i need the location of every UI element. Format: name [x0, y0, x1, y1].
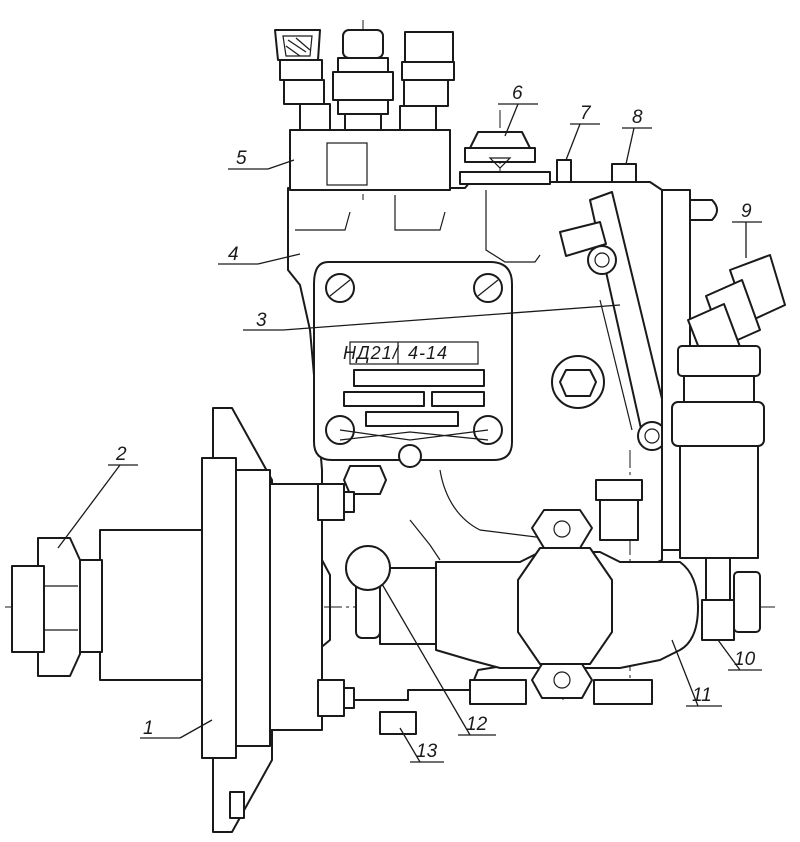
filter-cylinder [671, 345, 765, 641]
callout-10: 10 [734, 649, 756, 670]
callout-12: 12 [466, 714, 488, 735]
small-nut [343, 465, 387, 495]
callout-11: 11 [692, 685, 712, 706]
mounting-flange [201, 407, 323, 833]
callout-3: 3 [256, 310, 267, 331]
drive-shaft [11, 529, 203, 681]
drain-plug [379, 711, 417, 735]
callout-9: 9 [741, 201, 752, 222]
side-plug [551, 355, 605, 409]
nameplate-variant: 4-14 [408, 343, 448, 363]
callout-4: 4 [228, 244, 239, 265]
banjo-bolt [345, 545, 437, 645]
flange-bolts [317, 483, 355, 717]
callout-5: 5 [236, 148, 247, 169]
top-screws [459, 131, 637, 185]
callout-6: 6 [512, 83, 523, 104]
callout-1: 1 [143, 718, 154, 739]
nameplate: НД21/ 4-14 [313, 261, 513, 468]
callout-labels: 1 2 3 4 5 6 7 8 9 10 11 12 13 [115, 83, 756, 762]
governor-lever [559, 191, 671, 451]
top-fitting-block [274, 29, 455, 191]
callout-13: 13 [416, 741, 438, 762]
callout-leaders [57, 103, 762, 763]
callout-2: 2 [115, 444, 127, 465]
nameplate-model: НД21/ [343, 343, 400, 363]
outlet-body [435, 479, 699, 705]
callout-7: 7 [580, 103, 592, 124]
angled-fitting [687, 254, 786, 367]
callout-8: 8 [632, 107, 643, 128]
